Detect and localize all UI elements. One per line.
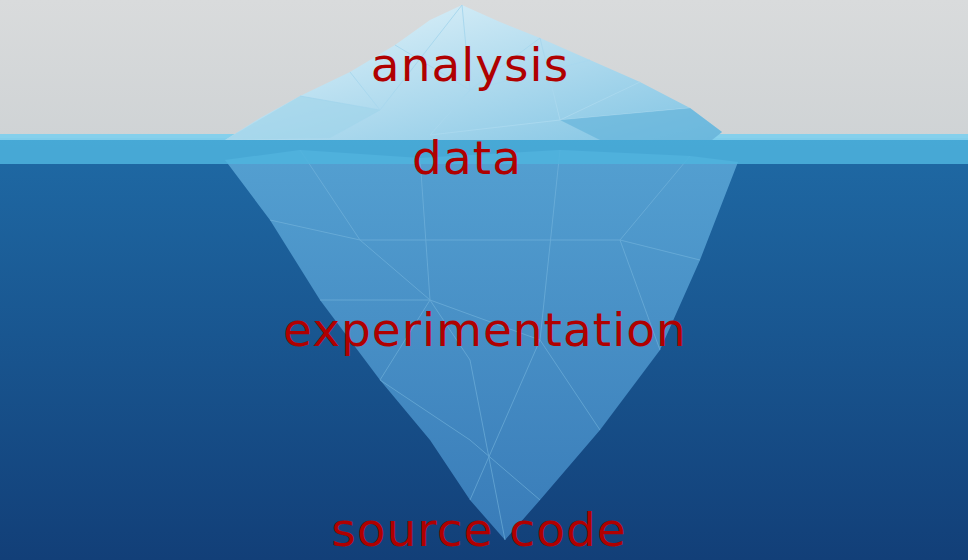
label: experimentation bbox=[283, 306, 687, 353]
label: source code bbox=[331, 506, 626, 553]
label: data bbox=[412, 134, 522, 181]
label: analysis bbox=[371, 41, 569, 88]
